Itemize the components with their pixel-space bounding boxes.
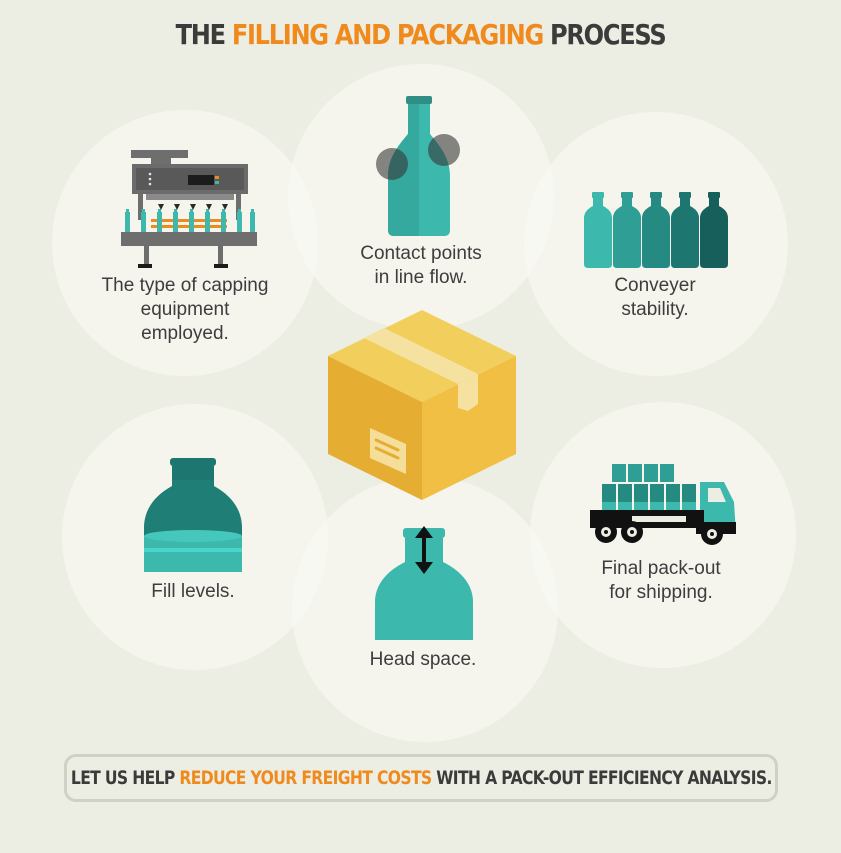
- bottle-fill-level-icon: [144, 458, 242, 572]
- label-headspace-line1: Head space.: [369, 649, 477, 670]
- label-capping-line1: The type of capping: [101, 275, 269, 296]
- label-contact-line2: in line flow.: [374, 267, 468, 288]
- title-highlight: FILLING AND PACKAGING: [231, 18, 544, 51]
- circle-packout: [530, 402, 796, 668]
- cardboard-box-icon: [328, 310, 516, 500]
- bottle-head-space-icon: [375, 526, 473, 640]
- cta-banner[interactable]: LET US HELP REDUCE YOUR FREIGHT COSTS WI…: [64, 754, 778, 802]
- capping-machine-icon: [121, 150, 257, 268]
- label-conveyor: Conveyer stability.: [530, 274, 780, 322]
- bottles-row-icon: [584, 192, 728, 268]
- label-conveyor-line2: stability.: [621, 299, 689, 320]
- label-packout-line1: Final pack-out: [601, 558, 721, 579]
- delivery-truck-icon: [590, 464, 736, 545]
- cta-banner-text: LET US HELP REDUCE YOUR FREIGHT COSTS WI…: [71, 767, 772, 789]
- label-headspace: Head space.: [298, 648, 548, 672]
- label-packout: Final pack-out for shipping.: [536, 557, 786, 605]
- title-pre: THE: [175, 18, 232, 51]
- label-contact: Contact points in line flow.: [296, 242, 546, 290]
- label-capping-line2: equipment: [140, 299, 230, 320]
- label-capping: The type of capping equipment employed.: [60, 274, 310, 346]
- label-fill: Fill levels.: [68, 580, 318, 604]
- label-contact-line1: Contact points: [360, 243, 482, 264]
- label-conveyor-line1: Conveyer: [614, 275, 696, 296]
- banner-post: WITH A PACK-OUT EFFICIENCY ANALYSIS.: [431, 767, 772, 789]
- page-title: THE FILLING AND PACKAGING PROCESS: [59, 18, 782, 51]
- label-capping-line3: employed.: [141, 323, 229, 344]
- bottle-contact-points-icon: [376, 96, 460, 236]
- banner-pre: LET US HELP: [70, 767, 180, 789]
- banner-highlight: REDUCE YOUR FREIGHT COSTS: [179, 767, 432, 789]
- title-post: PROCESS: [542, 18, 667, 51]
- label-packout-line2: for shipping.: [609, 582, 713, 603]
- label-fill-line1: Fill levels.: [151, 581, 235, 602]
